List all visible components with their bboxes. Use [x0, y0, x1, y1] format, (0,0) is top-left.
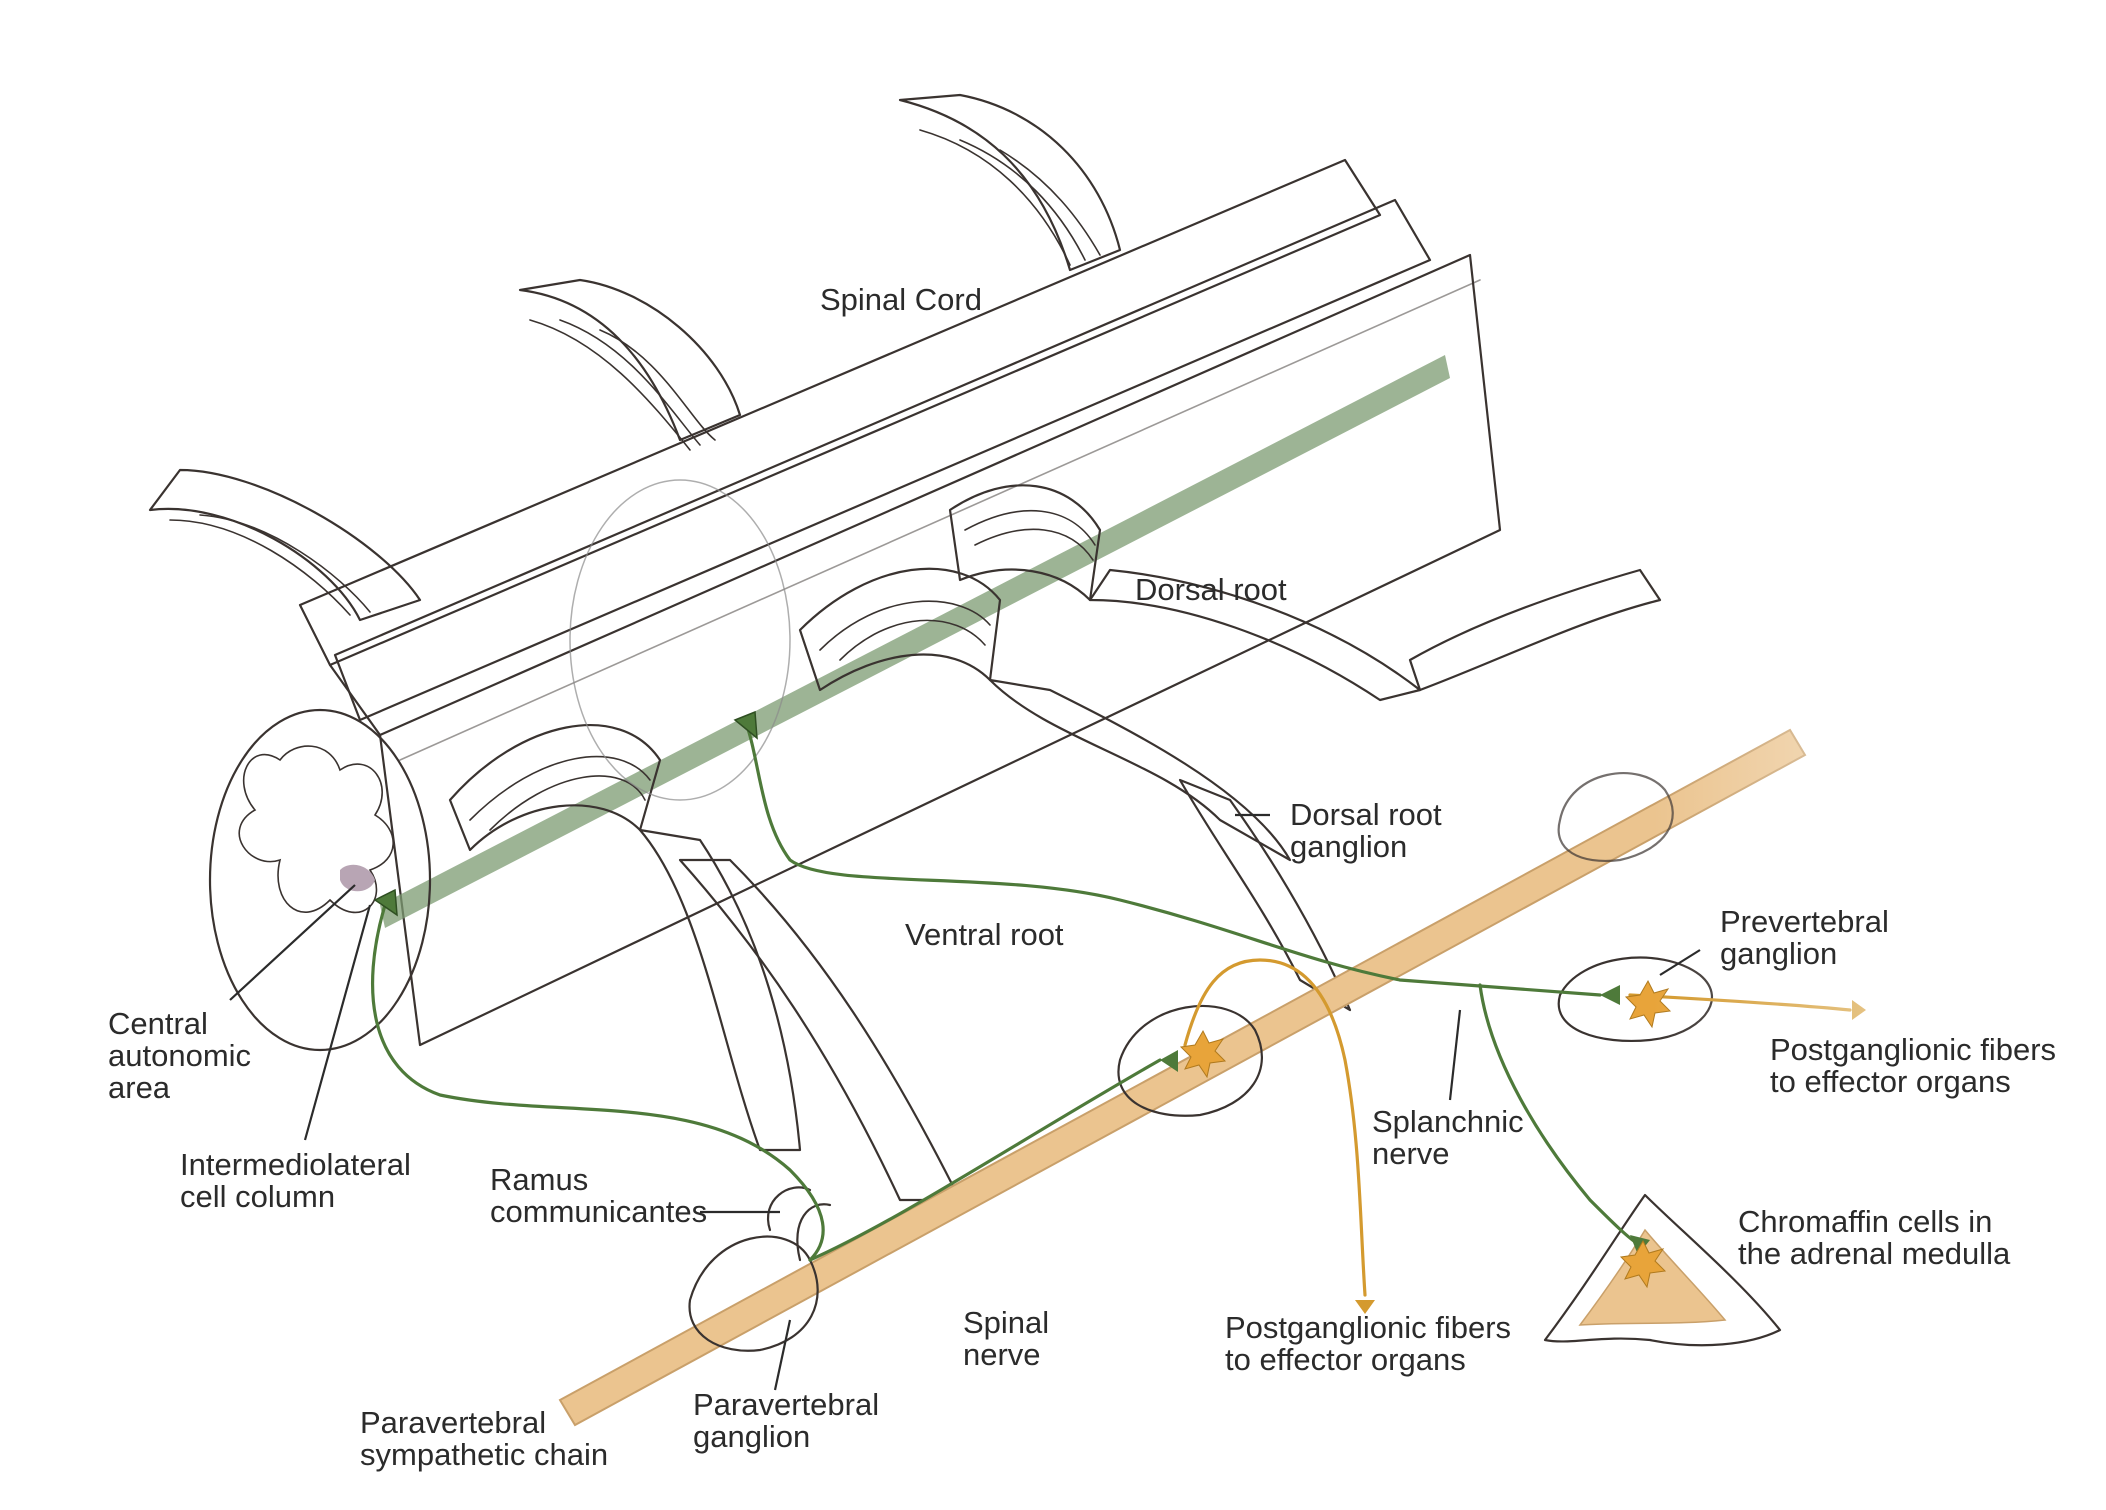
label-chromaffin: Chromaffin cells in: [1738, 1204, 1992, 1239]
label-splanchnic-nerve: Splanchnic: [1372, 1104, 1524, 1139]
label-postganglionic-right: to effector organs: [1770, 1064, 2011, 1099]
fiber-terminal-icon: [1355, 1300, 1375, 1314]
label-spinal-nerve: Spinal: [963, 1305, 1049, 1340]
central-autonomic-area: [340, 864, 375, 892]
adrenal-medulla: [1543, 1193, 1782, 1347]
label-ramus-communicantes: Ramus: [490, 1162, 588, 1197]
preganglionic-neuron-icon: [373, 888, 398, 917]
label-central-autonomic: autonomic: [108, 1038, 251, 1073]
label-prevertebral-ganglion: ganglion: [1720, 936, 1837, 971]
cord-section-outline: [569, 479, 791, 801]
preganglionic-neuron-icon: [733, 710, 758, 740]
label-splanchnic-nerve: nerve: [1372, 1136, 1450, 1171]
label-dorsal-root-ganglion: ganglion: [1290, 829, 1407, 864]
label-paravertebral-chain: sympathetic chain: [360, 1437, 608, 1472]
label-central-autonomic: area: [108, 1070, 171, 1105]
label-dorsal-root: Dorsal root: [1135, 572, 1287, 607]
labels: Spinal Cord Dorsal root Dorsal root gang…: [108, 282, 2056, 1472]
label-postganglionic-right: Postganglionic fibers: [1770, 1032, 2056, 1067]
label-paravertebral-ganglion: ganglion: [693, 1419, 810, 1454]
label-postganglionic-center: to effector organs: [1225, 1342, 1466, 1377]
label-ramus-communicantes: communicantes: [490, 1194, 707, 1229]
label-ventral-root: Ventral root: [905, 917, 1064, 952]
label-intermediolateral: cell column: [180, 1179, 335, 1214]
spinal-cord-cross-section: [208, 708, 432, 1052]
label-paravertebral-chain: Paravertebral: [360, 1405, 546, 1440]
ventral-rootlets: [448, 484, 1102, 852]
fade-overlay: [1100, 0, 2106, 1100]
dorsal-rootlets: [148, 93, 1122, 622]
label-dorsal-root-ganglion: Dorsal root: [1290, 797, 1442, 832]
postganglionic-neuron-icon: [1619, 1239, 1667, 1289]
label-prevertebral-ganglion: Prevertebral: [1720, 904, 1889, 939]
label-spinal-cord: Spinal Cord: [820, 282, 982, 317]
label-postganglionic-center: Postganglionic fibers: [1225, 1310, 1511, 1345]
label-intermediolateral: Intermediolateral: [180, 1147, 411, 1182]
paravertebral-ganglion-lower: [688, 1235, 819, 1352]
preganglionic-neuron-icon: [1630, 1235, 1650, 1255]
label-leaders: [229, 813, 1701, 1391]
label-central-autonomic: Central: [108, 1006, 208, 1041]
label-chromaffin: the adrenal medulla: [1738, 1236, 2011, 1271]
label-spinal-nerve: nerve: [963, 1337, 1041, 1372]
label-paravertebral-ganglion: Paravertebral: [693, 1387, 879, 1422]
